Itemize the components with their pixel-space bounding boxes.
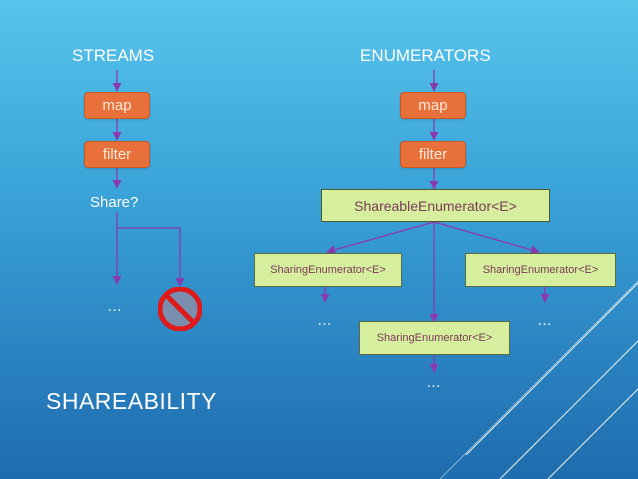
enumerators-map-box: map: [400, 92, 466, 119]
enumerators-ellipsis-center: …: [426, 374, 442, 391]
sharing-enumerator-left-box: SharingEnumerator<E>: [254, 253, 402, 287]
enumerators-heading: ENUMERATORS: [360, 46, 491, 65]
slide-title: SHAREABILITY: [46, 388, 217, 414]
share-question-label: Share?: [90, 194, 139, 211]
enumerators-ellipsis-left: …: [317, 312, 333, 329]
sharing-enumerator-right-box: SharingEnumerator<E>: [465, 253, 616, 287]
line-share-branch: [117, 227, 185, 287]
streams-map-box: map: [84, 92, 150, 119]
streams-ellipsis: …: [107, 298, 123, 315]
enumerators-ellipsis-right: …: [537, 312, 553, 329]
arrow-shareable-to-right: [433, 221, 540, 255]
shareable-enumerator-box: ShareableEnumerator<E>: [321, 189, 550, 222]
sharing-enumerator-center-box: SharingEnumerator<E>: [359, 321, 510, 355]
prohibited-icon: [158, 287, 202, 331]
decorative-lines: [439, 280, 638, 479]
streams-heading: STREAMS: [72, 46, 155, 65]
streams-filter-box: filter: [84, 141, 150, 168]
arrow-shareable-to-left: [326, 221, 435, 255]
enumerators-filter-box: filter: [400, 141, 466, 168]
